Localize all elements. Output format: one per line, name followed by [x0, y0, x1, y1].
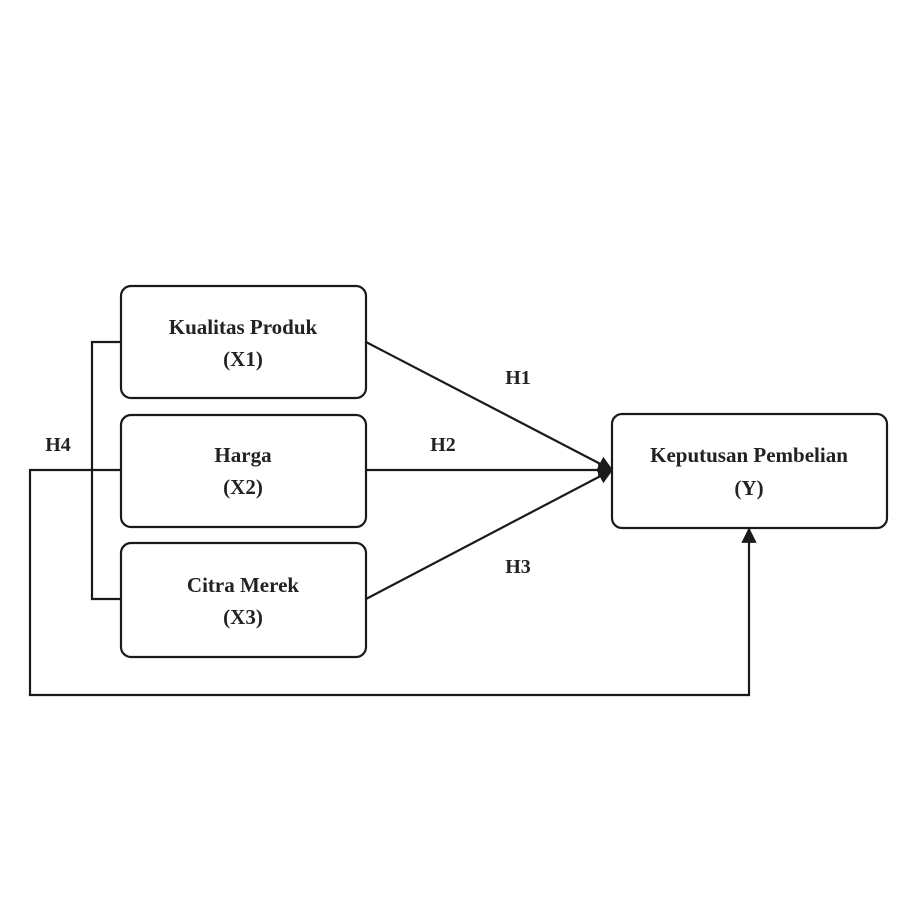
node-kualitas-produk-code: (X1) [223, 347, 263, 371]
node-keputusan-pembelian-code: (Y) [734, 476, 763, 500]
h4-label: H4 [45, 434, 71, 456]
node-citra-merek-code: (X3) [223, 605, 263, 629]
h2-label: H2 [430, 434, 456, 456]
node-harga-code: (X2) [223, 475, 263, 499]
h1-arrow [365, 341, 614, 471]
node-citra-merek-title: Citra Merek [187, 573, 299, 597]
node-keputusan-pembelian-title: Keputusan Pembelian [650, 443, 848, 467]
h3-arrow [365, 469, 614, 600]
node-keputusan-pembelian-box [610, 412, 889, 530]
node-kualitas-produk-box [119, 284, 368, 400]
h4-arrow [28, 468, 757, 697]
node-harga: Harga (X2) [119, 413, 368, 529]
h3-label: H3 [505, 556, 531, 578]
node-keputusan-pembelian: Keputusan Pembelian (Y) [610, 412, 889, 530]
node-kualitas-produk-title: Kualitas Produk [169, 315, 318, 339]
node-citra-merek-box [119, 541, 368, 659]
node-harga-box [119, 413, 368, 529]
node-citra-merek: Citra Merek (X3) [119, 541, 368, 659]
node-kualitas-produk: Kualitas Produk (X1) [119, 284, 368, 400]
node-harga-title: Harga [214, 443, 272, 467]
h1-label: H1 [505, 367, 531, 389]
